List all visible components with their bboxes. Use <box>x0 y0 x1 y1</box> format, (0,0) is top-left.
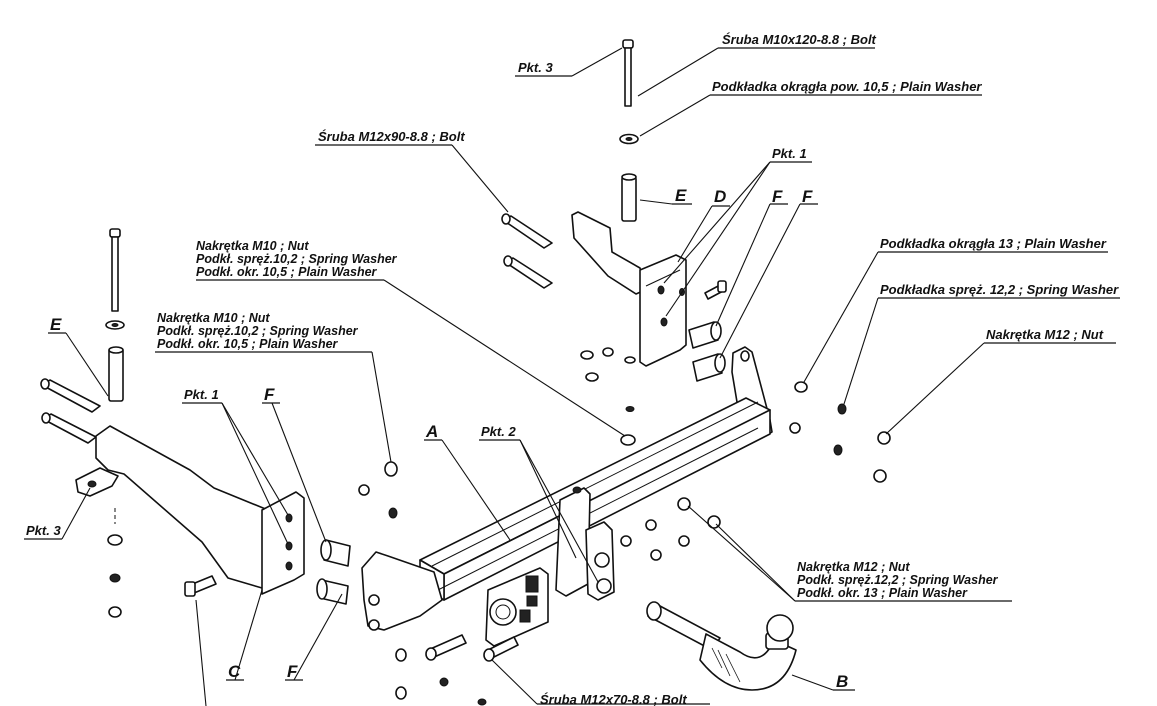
bolts-left-m12 <box>40 378 101 444</box>
bolt-m10x120-part <box>622 39 634 107</box>
label-nut-m12-bottom: Nakrętka M12 ; Nut <box>797 560 910 574</box>
label-plain-10-5-b: Podkł. okr. 10,5 ; Plain Washer <box>157 337 339 351</box>
small-bolt-right <box>704 280 727 300</box>
label-spring-10-2-a: Podkł. spręż.10,2 ; Spring Washer <box>196 252 398 266</box>
tow-ball-b-part <box>646 601 797 691</box>
washers-left <box>358 461 398 519</box>
label-d: D <box>714 187 726 206</box>
nuts-cluster-lower <box>620 497 721 561</box>
bracket-d-part <box>571 211 687 367</box>
label-pkt2: Pkt. 2 <box>481 424 516 439</box>
plain-washer-top-part <box>619 133 639 145</box>
label-pkt3-left: Pkt. 3 <box>26 523 61 538</box>
crossbar-a-part <box>419 397 771 601</box>
ball-mount-plates <box>555 486 615 601</box>
label-pkt3-top: Pkt. 3 <box>518 60 553 75</box>
label-f-left: F <box>264 385 275 404</box>
label-f-top-1: F <box>772 187 783 206</box>
label-bolt-m12x70: Śruba M12x70-8.8 ; Bolt <box>540 692 687 706</box>
label-bolt-m10x120: Śruba M10x120-8.8 ; Bolt <box>722 32 877 47</box>
bolts-m12x70-part <box>425 634 519 662</box>
label-pkt1-top: Pkt. 1 <box>772 146 807 161</box>
spacer-f-right-1 <box>688 321 722 349</box>
spacer-f-left-1 <box>320 539 351 567</box>
label-plain-13-bottom: Podkł. okr. 13 ; Plain Washer <box>797 586 968 600</box>
bolts-m12x90-part <box>501 213 553 289</box>
crossbar-left-plate <box>361 551 443 631</box>
label-spring-12-2-bottom: Podkł. spręż.12,2 ; Spring Washer <box>797 573 999 587</box>
small-bolt-bottom-left <box>184 575 217 597</box>
label-spring-10-2-b: Podkł. spręż.10,2 ; Spring Washer <box>157 324 359 338</box>
socket-mount-plate <box>485 567 549 647</box>
label-e-left: E <box>50 315 62 334</box>
nuts-cluster-center <box>580 347 636 446</box>
label-spring-12-2-right: Podkładka spręż. 12,2 ; Spring Washer <box>880 282 1119 297</box>
spacer-tube-e-top <box>621 173 637 222</box>
label-c: C <box>228 662 241 681</box>
bracket-c-part <box>75 425 305 595</box>
callout-labels: Śruba M10x120-8.8 ; Bolt Pkt. 3 Podkładk… <box>26 32 1119 706</box>
label-b: B <box>836 672 848 691</box>
nuts-bottom-left <box>395 648 487 706</box>
label-f-bottom: F <box>287 662 298 681</box>
label-f-top-2: F <box>802 187 813 206</box>
left-nut-column <box>107 508 123 618</box>
label-a: A <box>425 422 438 441</box>
spacer-f-right-2 <box>692 353 726 382</box>
label-plain-10-5-a: Podkł. okr. 10,5 ; Plain Washer <box>196 265 378 279</box>
left-vertical-bolt <box>105 228 125 402</box>
label-washer-10-5-top: Podkładka okrągła pow. 10,5 ; Plain Wash… <box>712 79 982 94</box>
label-nut-m10-b: Nakrętka M10 ; Nut <box>157 311 270 325</box>
washers-right <box>789 381 891 483</box>
label-washer-13-right: Podkładka okrągła 13 ; Plain Washer <box>880 236 1107 251</box>
label-nut-m12-right: Nakrętka M12 ; Nut <box>986 327 1104 342</box>
leader-lines <box>24 47 1120 706</box>
label-nut-m10-a: Nakrętka M10 ; Nut <box>196 239 309 253</box>
label-bolt-m12x90: Śruba M12x90-8.8 ; Bolt <box>318 129 465 144</box>
spacer-f-left-2 <box>316 578 349 605</box>
label-e-top: E <box>675 186 687 205</box>
label-pkt1-left: Pkt. 1 <box>184 387 219 402</box>
